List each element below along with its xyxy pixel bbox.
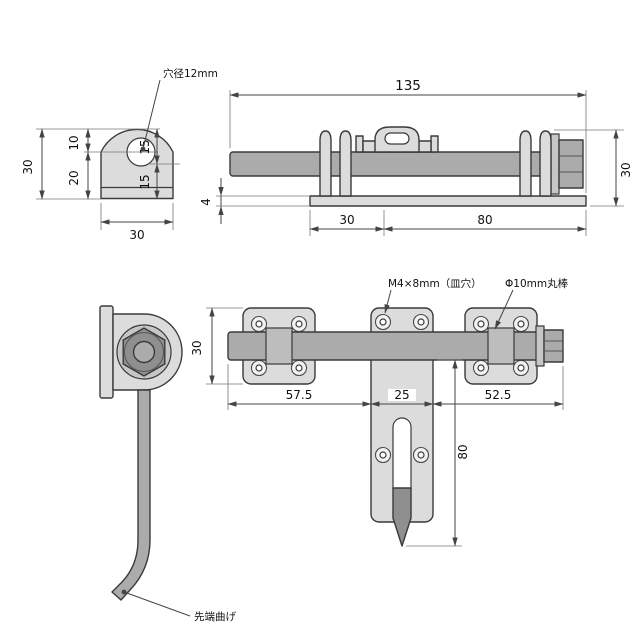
front-knob-ear-left bbox=[355, 135, 364, 153]
dim-receiver-height-total: 30 bbox=[21, 159, 35, 174]
plan-drop-bolt-tip bbox=[392, 487, 412, 547]
callout-rod-spec: Φ10mm丸棒 bbox=[505, 277, 569, 290]
front-knob-ear-right bbox=[430, 135, 439, 153]
front-knob-slot bbox=[384, 132, 410, 145]
front-guide-strap-4 bbox=[539, 130, 552, 197]
dim-plan-span-center: 25 bbox=[394, 388, 409, 402]
dim-front-span-right: 80 bbox=[477, 213, 492, 227]
plan-strap-band-right bbox=[487, 327, 515, 365]
side-hex-chamfer-circle bbox=[124, 332, 164, 372]
dim-front-plate-thickness: 4 bbox=[199, 198, 213, 206]
dim-front-height: 30 bbox=[619, 162, 633, 177]
side-bent-rod bbox=[111, 389, 151, 601]
view-latch-front: 135 30 4 30 80 bbox=[199, 78, 633, 236]
front-guide-strap-2 bbox=[339, 130, 352, 197]
dim-front-length-total: 135 bbox=[395, 78, 421, 94]
dim-receiver-width: 30 bbox=[129, 228, 144, 242]
view-latch-side: 先端曲げ bbox=[99, 305, 236, 623]
dim-plan-height: 30 bbox=[190, 340, 204, 355]
dim-receiver-offset-lower: 15 bbox=[138, 174, 152, 189]
plan-rod-washer bbox=[535, 325, 545, 367]
callout-bent-tip: 先端曲げ bbox=[194, 610, 236, 623]
view-latch-plan: 30 57.5 25 52.5 80 M4×8mm（皿穴） Φ10mm丸棒 bbox=[190, 277, 569, 547]
front-guide-strap-1 bbox=[319, 130, 332, 197]
front-guide-strap-3 bbox=[519, 130, 532, 197]
dim-plan-drop-length: 80 bbox=[456, 444, 470, 459]
front-hex-head bbox=[558, 139, 584, 189]
side-rod-end bbox=[132, 340, 156, 364]
plan-guide-slot bbox=[392, 417, 412, 499]
plan-guide-screw-holes bbox=[374, 313, 430, 464]
dim-front-span-left: 30 bbox=[339, 213, 354, 227]
front-base-plate bbox=[309, 195, 587, 207]
dim-receiver-height-top: 10 bbox=[67, 135, 81, 150]
plan-left-screw-holes bbox=[250, 315, 308, 377]
side-mount-plate-edge bbox=[99, 305, 114, 399]
dim-receiver-height-bottom: 20 bbox=[67, 170, 81, 185]
callout-screw-spec: M4×8mm（皿穴） bbox=[388, 277, 482, 290]
plan-hex-head bbox=[543, 329, 564, 363]
dim-plan-span-right: 52.5 bbox=[485, 388, 512, 402]
front-rod-washer bbox=[550, 133, 560, 195]
dim-plan-span-left: 57.5 bbox=[286, 388, 313, 402]
plan-strap-band-left bbox=[265, 327, 293, 365]
callout-hole-diameter: 穴径12mm bbox=[163, 67, 218, 80]
view-receiver-side: 30 10 20 15 15 30 穴径12mm bbox=[21, 67, 218, 242]
front-slide-rod bbox=[229, 151, 559, 177]
